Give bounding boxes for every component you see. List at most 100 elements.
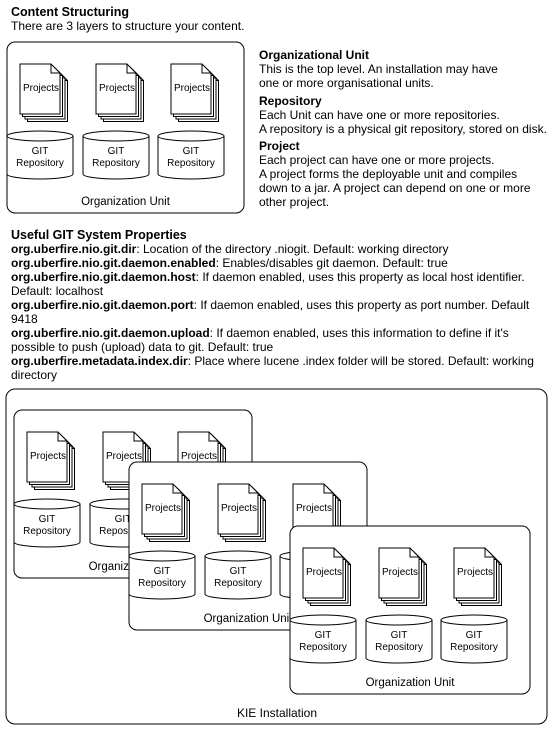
repository-label-line2: Repository: [23, 526, 71, 537]
cylinder-rim: [6, 135, 74, 142]
document-fold: [172, 484, 182, 494]
projects-label: Projects: [382, 567, 418, 578]
document-fold: [248, 484, 258, 494]
repository-label-line1: GIT: [39, 514, 56, 525]
property-item: org.uberfire.nio.git.daemon.host: If dae…: [11, 270, 546, 298]
repository-label-line1: GIT: [108, 146, 125, 157]
git-properties: Useful GIT System Properties org.uberfir…: [11, 228, 546, 382]
organization-unit-box: ProjectsGITRepositoryProjectsGITReposito…: [6, 41, 245, 214]
property-item: org.uberfire.nio.git.dir: Location of th…: [11, 242, 546, 256]
property-key: org.uberfire.nio.git.daemon.enabled: [11, 256, 216, 270]
cylinder-body: [13, 498, 81, 548]
definition-term: Organizational Unit: [259, 48, 370, 62]
document-sheet: [26, 431, 68, 483]
projects-label: Projects: [221, 503, 257, 514]
projects-label: Projects: [30, 451, 66, 462]
projects-stack-icon: Projects: [26, 431, 75, 490]
definition-org-unit: Organizational Unit This is the top leve…: [259, 48, 498, 90]
cylinder-rim: [289, 619, 357, 626]
definition-line: other project.: [259, 195, 330, 209]
property-key: org.uberfire.nio.git.daemon.port: [11, 298, 194, 312]
cylinder-body: [157, 130, 225, 180]
definition-line: A project forms the deployable unit and …: [259, 167, 518, 181]
definition-line: down to a jar. A project can depend on o…: [259, 181, 531, 195]
repository-label-line1: GIT: [183, 146, 200, 157]
document-fold: [57, 432, 67, 442]
property-item: org.uberfire.nio.git.daemon.upload: If d…: [11, 326, 546, 354]
organization-unit-label: Organization Unit: [81, 196, 171, 208]
projects-label: Projects: [296, 503, 332, 514]
projects-stack-icon: Projects: [217, 483, 266, 542]
cylinder-body: [440, 614, 508, 664]
document-fold: [126, 64, 136, 74]
definition-line: Each project can have one or more projec…: [259, 153, 495, 167]
cylinder-body: [289, 614, 357, 664]
repository-label-line2: Repository: [92, 158, 140, 169]
property-desc: : Place where lucene .index folder will …: [11, 354, 534, 382]
repository-label-line2: Repository: [375, 642, 423, 653]
definition-line: Each Unit can have one or more repositor…: [259, 108, 500, 122]
property-desc: : If daemon enabled, uses this property …: [11, 298, 530, 326]
kie-installation-label: KIE Installation: [237, 706, 317, 720]
repository-label-line1: GIT: [115, 514, 132, 525]
definition-line: one or more organisational units.: [259, 76, 434, 90]
projects-label: Projects: [23, 83, 59, 94]
document-sheet: [302, 547, 344, 599]
projects-label: Projects: [457, 567, 493, 578]
projects-stack-icon: Projects: [141, 483, 190, 542]
repository-label-line2: Repository: [99, 526, 147, 537]
cylinder-rim: [365, 619, 433, 626]
document-fold: [208, 432, 218, 442]
document-sheet: [141, 483, 183, 535]
definition-term: Repository: [259, 94, 322, 108]
cylinder-body: [6, 130, 74, 180]
repository-label-line1: GIT: [154, 566, 171, 577]
document-sheet: [170, 63, 212, 115]
projects-label: Projects: [174, 83, 210, 94]
projects-label: Projects: [306, 567, 342, 578]
property-item: org.uberfire.nio.git.daemon.enabled: Ena…: [11, 256, 546, 270]
organization-unit-label: Organization Unit: [366, 677, 456, 689]
property-desc: : Location of the directory .niogit. Def…: [136, 242, 449, 256]
definition-project: Project Each project can have one or mor…: [259, 139, 531, 209]
document-sheet: [453, 547, 495, 599]
section-title: Content Structuring: [11, 5, 130, 19]
definition-line: This is the top level. An installation m…: [259, 62, 498, 76]
document-sheet: [292, 483, 334, 535]
repository-label-line2: Repository: [214, 578, 262, 589]
projects-label: Projects: [145, 503, 181, 514]
repository-label-line1: GIT: [315, 630, 332, 641]
projects-stack-icon: Projects: [19, 63, 68, 122]
definition-repository: Repository Each Unit can have one or mor…: [259, 94, 547, 136]
projects-label: Projects: [106, 451, 142, 462]
property-key: org.uberfire.nio.git.dir: [11, 242, 137, 256]
property-desc: : If daemon enabled, uses this informati…: [11, 326, 509, 354]
document-fold: [409, 548, 419, 558]
repository-label-line2: Repository: [450, 642, 498, 653]
repository-label-line2: Repository: [167, 158, 215, 169]
projects-label: Projects: [99, 83, 135, 94]
repository-label-line1: GIT: [230, 566, 247, 577]
repository-label-line2: Repository: [16, 158, 64, 169]
repository-label-line2: Repository: [138, 578, 186, 589]
repository-label-line1: GIT: [391, 630, 408, 641]
repository-label-line2: Repository: [299, 642, 347, 653]
cylinder-body: [128, 550, 196, 600]
cylinder-body: [204, 550, 272, 600]
property-desc: : If daemon enabled, uses this property …: [11, 270, 525, 298]
cylinder-rim: [13, 503, 81, 510]
property-desc: : Enables/disables git daemon. Default: …: [215, 256, 448, 270]
property-item: org.uberfire.metadata.index.dir: Place w…: [11, 354, 546, 382]
property-key: org.uberfire.metadata.index.dir: [11, 354, 188, 368]
cylinder-rim: [440, 619, 508, 626]
document-fold: [50, 64, 60, 74]
document-fold: [323, 484, 333, 494]
